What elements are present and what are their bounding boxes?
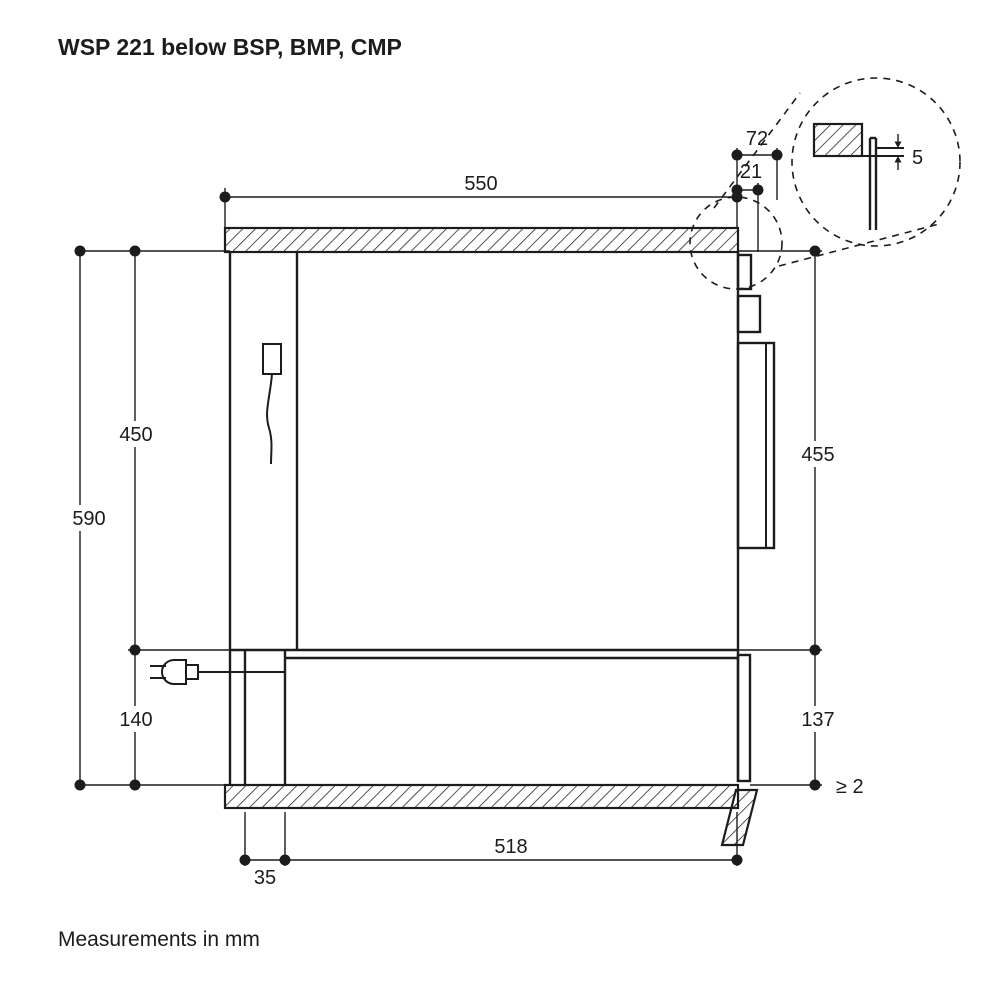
dot — [809, 245, 821, 257]
plug-neck — [185, 664, 199, 680]
label-bg-590 — [65, 505, 113, 531]
dim-label-450: 450 — [119, 424, 152, 446]
dot — [279, 854, 291, 866]
dim-label-518: 518 — [494, 836, 527, 858]
cabinet-structure — [223, 226, 776, 847]
dim-label-590: 590 — [72, 508, 105, 530]
dot — [809, 644, 821, 656]
control-panel-section — [736, 294, 762, 334]
dim-label-35: 35 — [254, 867, 276, 889]
power-plug-icon — [150, 659, 285, 685]
dim-label-5: 5 — [912, 147, 923, 169]
dot — [731, 149, 743, 161]
dot — [129, 644, 141, 656]
page-title: WSP 221 below BSP, BMP, CMP — [58, 34, 402, 60]
dot — [731, 184, 743, 196]
measurements-note: Measurements in mm — [58, 928, 260, 951]
bottom-panel-section — [223, 783, 740, 810]
dot — [752, 184, 764, 196]
dimension-labels: 550 72 21 590 450 140 455 137 ≥ 2 518 35… — [72, 128, 923, 889]
label-bg-140 — [112, 706, 160, 732]
dot — [219, 191, 231, 203]
dim-label-550: 550 — [464, 173, 497, 195]
detail-arrow-up-icon — [894, 156, 902, 163]
dim-label-455: 455 — [801, 444, 834, 466]
detail-connector-upper — [713, 92, 801, 209]
dim-label-21: 21 — [740, 161, 762, 183]
detail-circle-large — [791, 77, 961, 247]
extension-lines — [75, 148, 822, 866]
plinth-trim-section — [720, 788, 759, 847]
oven-door-section — [736, 341, 776, 550]
label-bg-450 — [112, 421, 160, 447]
countertop-section — [223, 226, 740, 254]
detail-callout — [689, 77, 961, 290]
dot — [129, 245, 141, 257]
top-trim-section — [736, 253, 753, 291]
dot — [239, 854, 251, 866]
detail-circle-small — [689, 196, 783, 290]
oven-cable — [266, 373, 273, 465]
plug-body — [161, 659, 187, 685]
dimension-lines — [79, 154, 816, 861]
detail-arrow-down-icon — [894, 141, 902, 148]
dot — [129, 779, 141, 791]
dim-label-140: 140 — [119, 709, 152, 731]
detail-connector-lower — [778, 223, 940, 267]
oven-cable-connector — [262, 343, 282, 375]
label-bg-455 — [793, 441, 843, 467]
dot — [809, 779, 821, 791]
dim-label-137: 137 — [801, 709, 834, 731]
electrical-elements — [150, 343, 285, 685]
dim-label-72: 72 — [746, 128, 768, 150]
dim-label-bottom-clearance: ≥ 2 — [836, 776, 864, 798]
dot — [74, 779, 86, 791]
drawer-front-panel — [736, 653, 752, 783]
label-bg-137 — [793, 706, 843, 732]
dimension-endpoint-dots — [74, 149, 821, 866]
dot — [74, 245, 86, 257]
dot — [771, 149, 783, 161]
label-backgrounds — [65, 421, 843, 732]
detail-counter-block — [812, 122, 864, 158]
dot — [731, 854, 743, 866]
